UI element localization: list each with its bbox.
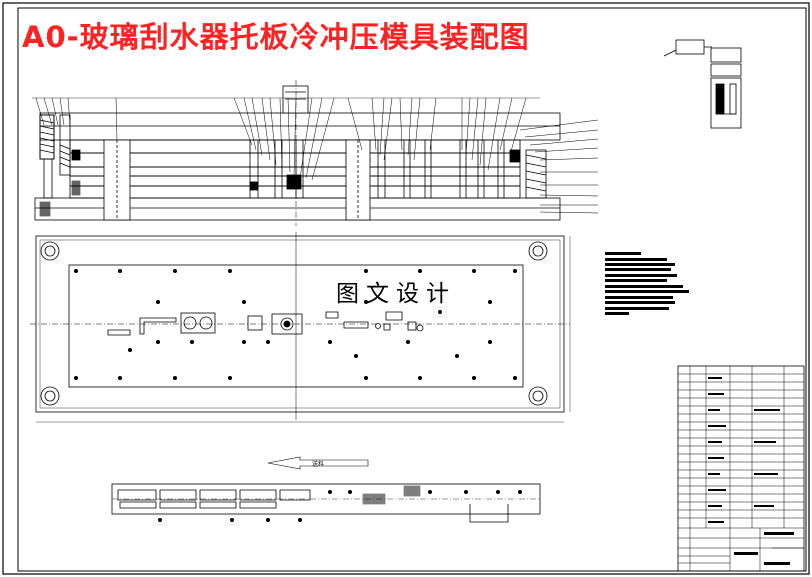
watermark-text: 图文设计 bbox=[336, 281, 456, 307]
strip-layout bbox=[111, 456, 541, 523]
feed-direction-label: 送料 bbox=[312, 461, 325, 468]
inner-frame bbox=[17, 7, 807, 572]
technical-notes bbox=[605, 252, 689, 315]
front-section-view bbox=[32, 80, 599, 226]
drawing-title: A0-玻璃刮水器托板冷冲压模具装配图 bbox=[22, 20, 530, 54]
plan-view bbox=[30, 232, 571, 423]
parts-list-table bbox=[677, 365, 805, 572]
detail-view bbox=[663, 39, 742, 129]
